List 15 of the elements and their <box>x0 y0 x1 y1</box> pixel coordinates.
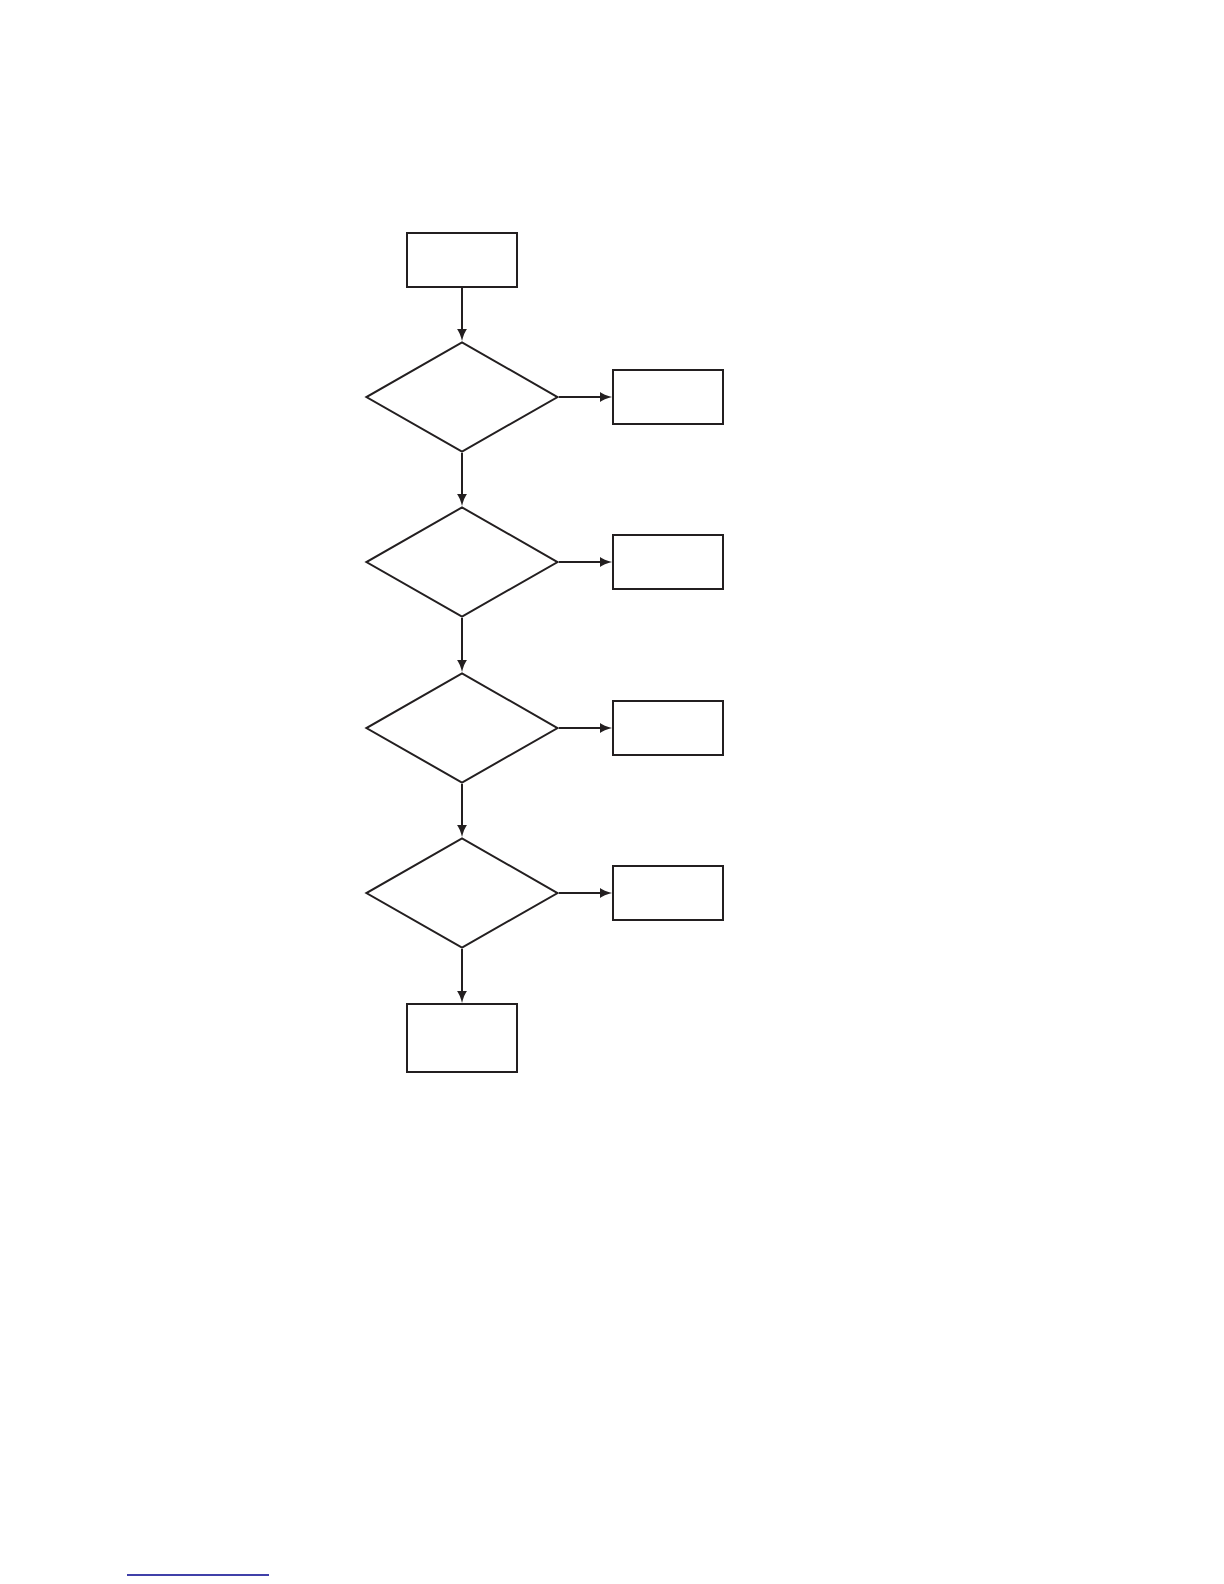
process-box <box>612 534 724 590</box>
process-box <box>612 369 724 425</box>
arrow <box>558 557 610 567</box>
process-box <box>612 700 724 756</box>
arrow <box>457 948 467 1001</box>
arrow <box>457 452 467 504</box>
arrow <box>457 287 467 339</box>
arrow <box>457 617 467 670</box>
process-box <box>406 232 518 288</box>
process-box <box>612 865 724 921</box>
arrow <box>457 783 467 835</box>
process-box <box>406 1003 518 1073</box>
arrow <box>558 723 610 733</box>
arrow <box>558 888 610 898</box>
arrow <box>558 392 610 402</box>
